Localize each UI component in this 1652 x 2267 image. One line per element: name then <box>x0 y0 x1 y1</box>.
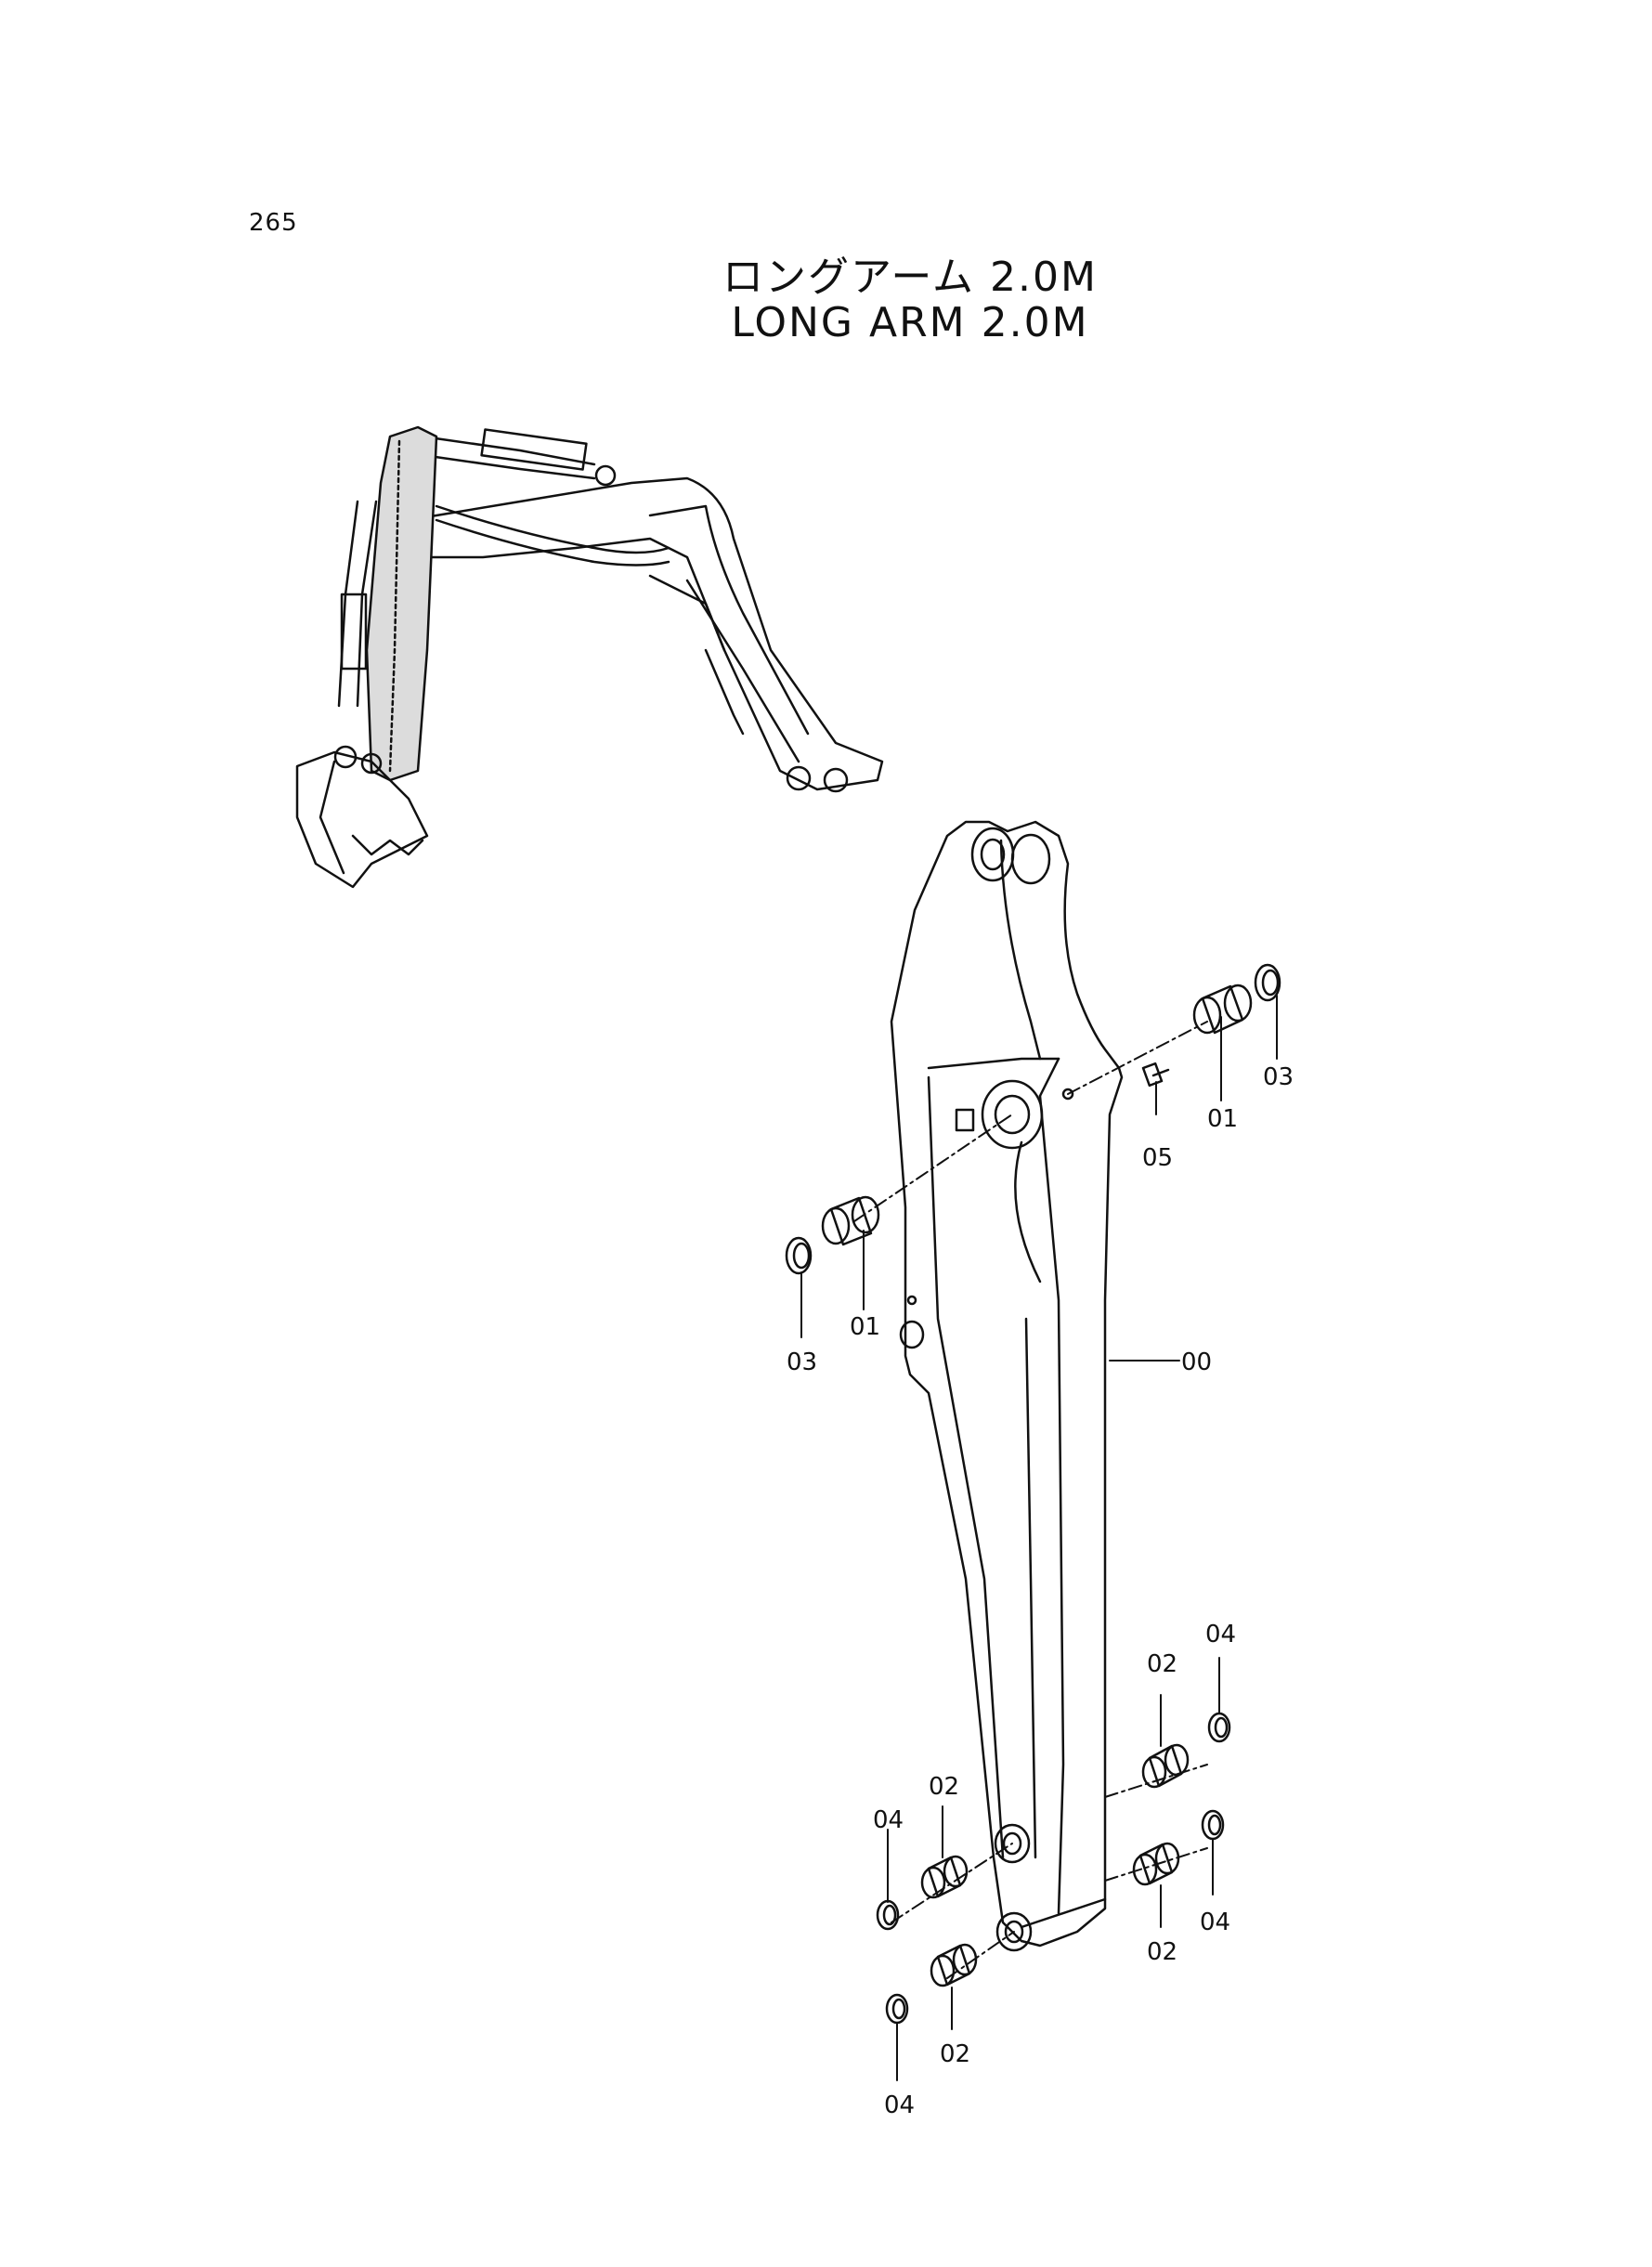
callout-04-a: 04 <box>1205 1621 1236 1648</box>
ring-03-upper <box>1254 963 1281 1002</box>
page-number: 265 <box>249 209 298 237</box>
leader-lines <box>800 995 1278 2081</box>
ring-04-d <box>885 1993 909 2025</box>
bushing-02-a <box>1141 1743 1190 1789</box>
callout-02-a: 02 <box>1147 1650 1177 1678</box>
callout-02-d: 02 <box>940 2040 970 2068</box>
callout-04-c: 04 <box>873 1806 904 1834</box>
excavator-overview-illustration <box>295 425 884 889</box>
bushing-01-lower <box>821 1195 880 1246</box>
ring-03-lower <box>785 1236 813 1275</box>
bushing-02-c <box>920 1855 969 1899</box>
ring-04-b <box>1201 1809 1225 1841</box>
bushing-01-upper <box>1192 984 1253 1035</box>
bushing-02-d <box>930 1943 978 1987</box>
bushing-02-b <box>1132 1842 1180 1886</box>
callout-02-b: 02 <box>1147 1938 1177 1966</box>
callout-03-upper: 03 <box>1263 1063 1294 1091</box>
callout-04-d: 04 <box>884 2091 915 2119</box>
title-english: LONG ARM 2.0M <box>731 299 1089 346</box>
callout-00: 00 <box>1181 1348 1212 1376</box>
ring-04-a <box>1207 1712 1231 1743</box>
callout-01-lower: 01 <box>850 1313 880 1341</box>
callout-05: 05 <box>1142 1144 1173 1172</box>
ring-04-c <box>876 1899 900 1931</box>
callout-02-c: 02 <box>929 1773 959 1801</box>
callout-01-upper: 01 <box>1207 1105 1238 1133</box>
callout-03-lower: 03 <box>787 1348 817 1376</box>
arm-00 <box>890 820 1124 1952</box>
callout-04-b: 04 <box>1200 1909 1230 1936</box>
title-japanese: ロングアーム 2.0M <box>722 254 1098 301</box>
